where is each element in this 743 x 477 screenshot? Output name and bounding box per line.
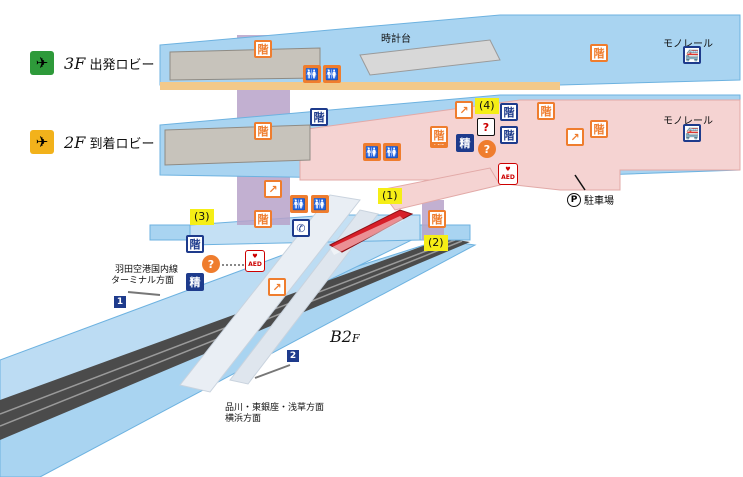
arrow-to-city [254,364,291,379]
phone-icon: ✆ [292,219,310,237]
floor-label-3f: ✈ 3F 出発ロビー [30,51,154,75]
arrow-to-domestic [127,291,161,296]
stairs-icon: 階 [310,108,328,126]
3f-gray-block [169,47,321,81]
arrival-plane-icon: ✈ [30,130,54,154]
toilet-icon: 🚻 [363,143,381,161]
ticket-machine-icon: 階 [500,103,518,121]
parking-label: 駐車場 [584,196,614,207]
stairs-icon: 階 [590,120,608,138]
escalator-icon: ↗ [566,128,584,146]
stairs-icon: 階 [254,40,272,58]
floor-2f-name: 到着ロビー [89,136,155,152]
monorail-icon: 🚝 [683,124,701,142]
floor-3f-name: 出発ロビー [89,57,155,73]
2f-floor-pink [299,99,741,191]
callout-3: (3) [190,209,214,225]
aed-icon: ♥AED [498,163,518,185]
b2-floor-number: B2 [330,327,352,346]
toilet-icon: 🚻 [311,195,329,213]
3f-walkway [359,39,501,76]
stairs-icon: 階 [428,210,446,228]
escalator-tube-2 [229,209,379,385]
toilet-icon: 🚻 [290,195,308,213]
floor-3f-f: F [74,53,86,73]
parking-sign: P 駐車場 [567,192,614,207]
platform-1-marker: 1 [114,296,126,308]
info-icon: ? [478,140,496,158]
departure-plane-icon: ✈ [30,51,54,75]
stairs-icon: 階 [430,126,448,144]
floor-label-b2: B2F [330,327,360,346]
escalator-icon: ↗ [455,101,473,119]
direction-city-line1: 品川・東銀座・浅草方面 [225,403,325,413]
platform-2-marker: 2 [287,350,299,362]
fare-adjustment-icon: 精 [186,273,204,291]
direction-city-line2: 横浜方面 [225,414,262,424]
3f-orange-band [160,82,560,90]
floor-2f-number: 2 [64,132,75,152]
ticket-machine-icon: 階 [186,235,204,253]
toilet-icon: 🚻 [303,65,321,83]
floor-3f-number: 3 [64,53,75,73]
parking-arrow [574,174,586,191]
monorail-3f-label: モノレール [663,39,713,50]
floor-2f-f: F [74,132,86,152]
stairs-icon: 階 [537,102,555,120]
b2-floor-f: F [351,332,360,345]
monorail-2f-label: モノレール [663,116,713,127]
callout-2: (2) [424,235,448,251]
parking-icon: P [567,192,581,207]
info-icon: ? [202,255,220,273]
floor-label-2f: ✈ 2F 到着ロビー [30,130,154,154]
2f-gray-block [164,124,311,166]
train [328,209,414,255]
ticket-machine-icon: 階 [500,126,518,144]
callout-1: (1) [378,188,402,204]
aed-icon: ♥AED [245,250,265,272]
stairs-icon: 階 [254,210,272,228]
clock-tower-label: 時計台 [381,34,411,45]
stairs-icon: 階 [590,44,608,62]
callout-4: (4) [475,98,499,114]
monorail-icon: 🚝 [683,46,701,64]
escalator-icon: ↗ [268,278,286,296]
direction-domestic-line1: 羽田空港国内線 [115,265,179,275]
toilet-icon: 🚻 [383,143,401,161]
direction-domestic-line2: ターミナル方面 [111,276,175,286]
toilet-icon: 🚻 [323,65,341,83]
stairs-icon: 階 [254,122,272,140]
escalator-icon: ↗ [264,180,282,198]
fare-adjustment-icon: 精 [456,134,474,152]
info-icon: ? [477,118,495,136]
